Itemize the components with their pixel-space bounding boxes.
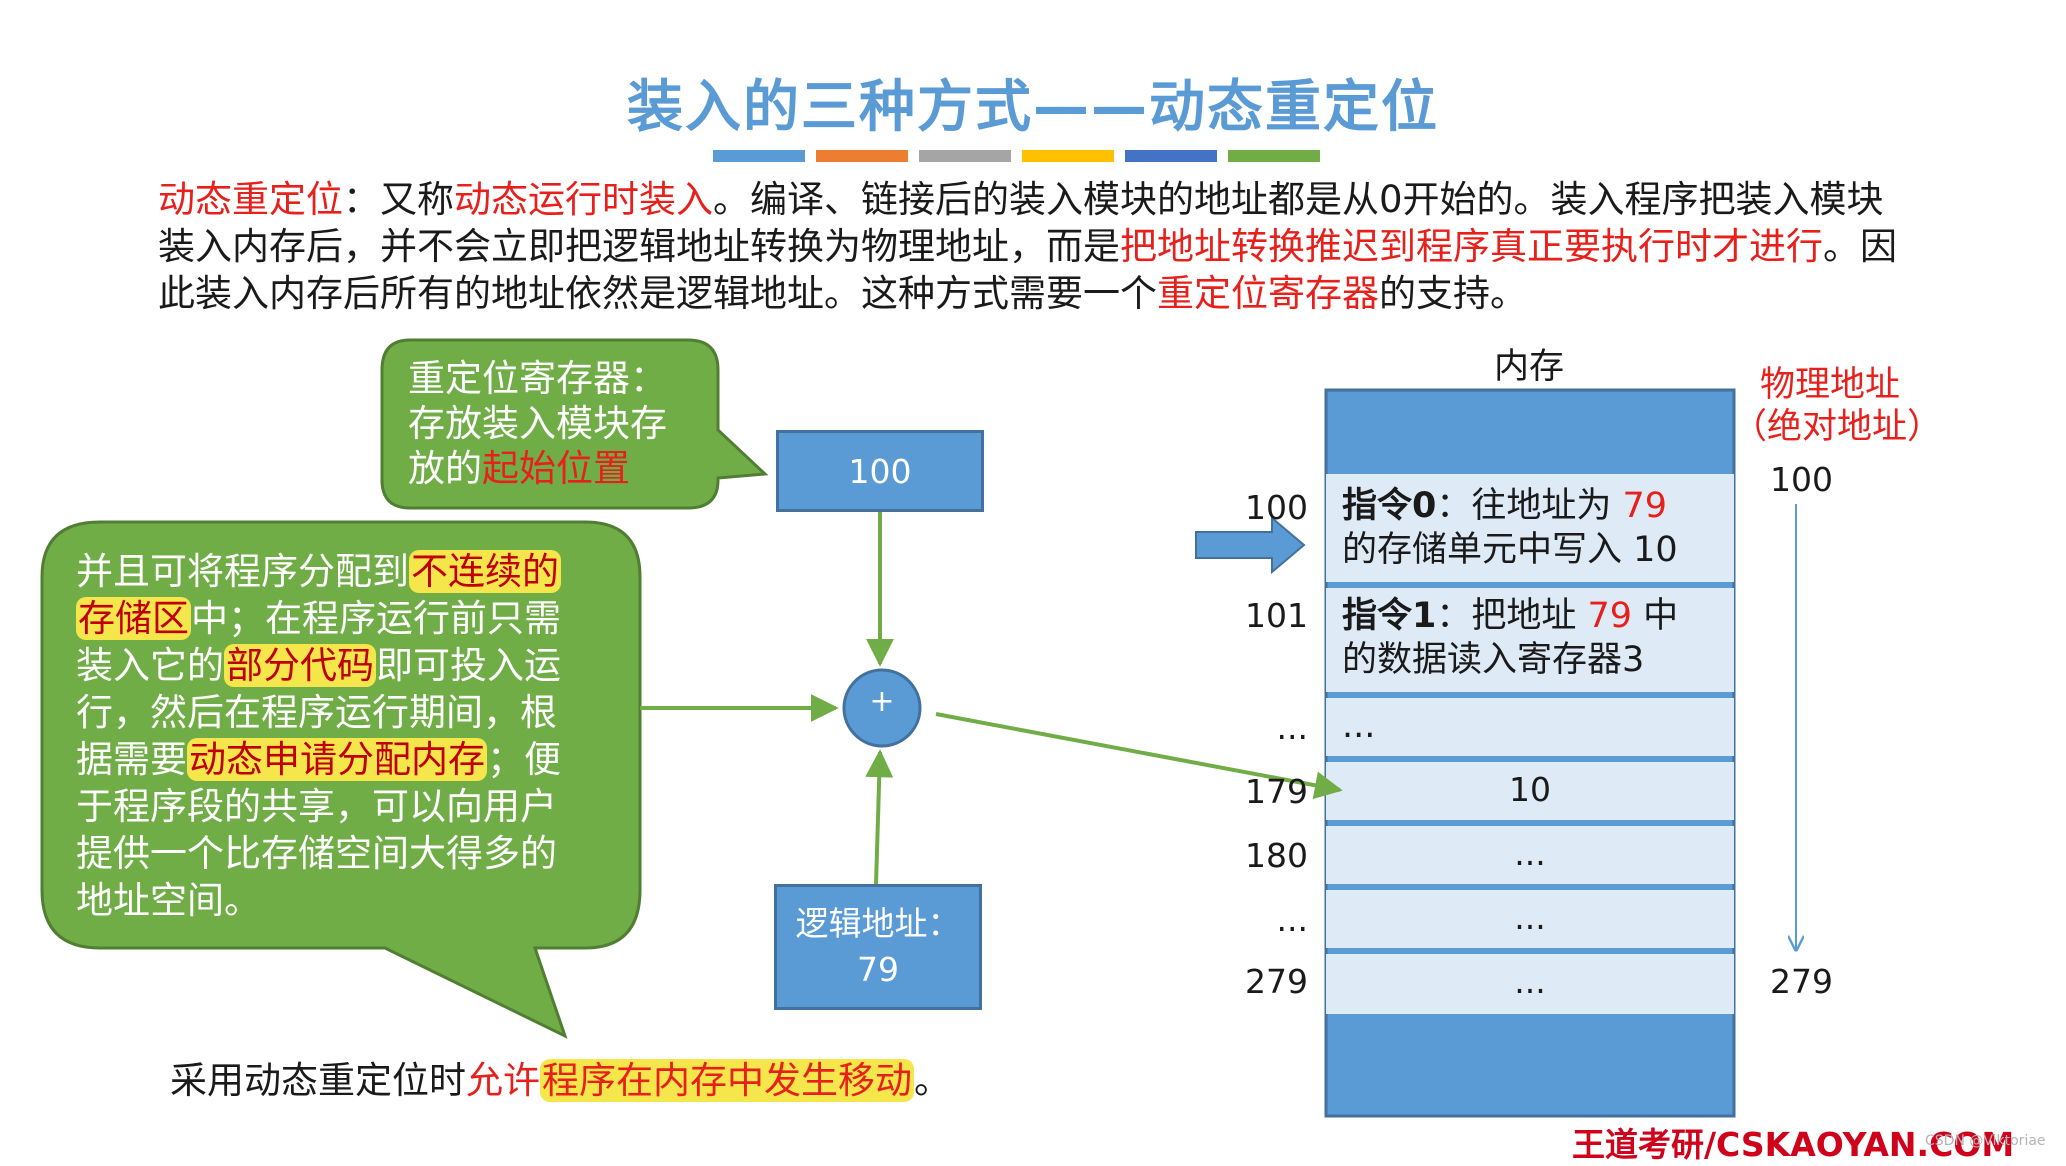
register-callout-bubble <box>380 338 769 510</box>
term-dynamic-runtime-loading: 动态运行时装入 <box>454 178 713 221</box>
mem-label-101: 101 <box>1245 596 1308 635</box>
arrow-adder-to-memory <box>935 712 1343 800</box>
instr0-line1: 指令0：往地址为 79 <box>1342 484 1678 528</box>
mem-cell-279: ... <box>1514 962 1546 1001</box>
adv-line5-text-b: ；便 <box>487 738 561 781</box>
footer-note: 采用动态重定位时允许程序在内存中发生移动。 <box>170 1050 951 1104</box>
relocation-register-value: 100 <box>848 451 912 491</box>
title-bar-orange <box>816 150 908 162</box>
footer-note-allow: 允许 <box>466 1059 540 1102</box>
term-relocation-register: 重定位寄存器 <box>1157 272 1379 315</box>
load-pointer-arrow <box>1195 515 1306 575</box>
instr1-addr: 79 <box>1587 596 1633 636</box>
register-callout-line2: 存放装入模块存 <box>408 402 667 445</box>
mem-label-179: 179 <box>1245 772 1308 811</box>
adv-line2: 存储区中；在程序运行前只需 <box>76 595 561 642</box>
mem-cell-instruction-1: 指令1：把地址 79 中 的数据读入寄存器3 <box>1342 594 1678 682</box>
mem-cell-ellipsis-1: ... <box>1342 706 1376 746</box>
logical-address-box: 逻辑地址： 79 <box>774 884 982 1010</box>
adv-line5-text-a: 据需要 <box>76 738 187 781</box>
adv-highlight-partial-code: 部分代码 <box>224 644 376 687</box>
title-bar-yellow <box>1022 150 1114 162</box>
adv-line6: 于程序段的共享，可以向用户 <box>76 785 557 828</box>
footer-note-text: 采用动态重定位时 <box>170 1059 466 1102</box>
intro-paragraph: 动态重定位：又称动态运行时装入。编译、链接后的装入模块的地址都是从0开始的。装入… <box>158 176 1918 317</box>
memory-title: 内存 <box>1494 347 1565 387</box>
mem-label-100: 100 <box>1245 488 1308 527</box>
mem-cell-179: 10 <box>1509 770 1551 809</box>
adv-highlight-dynamic-alloc: 动态申请分配内存 <box>187 738 487 781</box>
instr1-name: 指令1 <box>1342 596 1437 636</box>
adv-line3: 装入它的部分代码即可投入运 <box>76 642 561 689</box>
relocation-register-box: 100 <box>776 430 984 512</box>
title-bar-blue <box>713 150 805 162</box>
footer-note-end: 。 <box>914 1059 951 1102</box>
instr0-text-a: ：往地址为 <box>1436 486 1623 526</box>
arrow-logical-to-adder <box>865 749 894 885</box>
adv-line2-text: 中；在程序运行前只需 <box>191 597 561 640</box>
adder-symbol: + <box>869 684 895 719</box>
memory-cells <box>1326 474 1734 1014</box>
instr0-name: 指令0 <box>1342 486 1437 526</box>
mem-label-ellipsis-2: ... <box>1276 900 1308 939</box>
footer-note-highlight: 程序在内存中发生移动 <box>540 1059 914 1102</box>
absolute-address-label: （绝对地址） <box>1732 407 1943 447</box>
instr0-line2: 的存储单元中写入 10 <box>1342 530 1678 570</box>
adv-line4: 行，然后在程序运行期间，根 <box>76 691 557 734</box>
register-callout-text: 重定位寄存器： 存放装入模块存 放的起始位置 <box>408 356 667 491</box>
term-defer-translation: 把地址转换推迟到程序真正要执行时才进行 <box>1120 225 1823 268</box>
logical-address-label: 逻辑地址： <box>795 904 961 943</box>
title-bar-gray <box>919 150 1011 162</box>
adv-line8: 地址空间。 <box>76 879 261 922</box>
instr1-line1: 指令1：把地址 79 中 <box>1342 594 1678 638</box>
mem-label-180: 180 <box>1245 836 1308 875</box>
slide-title: 装入的三种方式——动态重定位 <box>627 75 1439 140</box>
instr1-line2: 的数据读入寄存器3 <box>1342 640 1645 680</box>
advantages-callout-text: 并且可将程序分配到不连续的 存储区中；在程序运行前只需 装入它的部分代码即可投入… <box>76 548 561 924</box>
adv-line7: 提供一个比存储空间大得多的 <box>76 832 557 875</box>
term-start-position: 起始位置 <box>482 447 630 490</box>
intro-text-1: ：又称 <box>343 178 454 221</box>
physical-address-end: 279 <box>1770 962 1833 1001</box>
intro-text-2: 。编译、链接后的装入模块的地址都是从0开始的。装入程序把装入模块装入内存后，并不… <box>158 178 1884 268</box>
adv-line3-text-a: 装入它的 <box>76 644 224 687</box>
mem-cell-180: ... <box>1514 834 1546 873</box>
mem-label-279: 279 <box>1245 962 1308 1001</box>
adv-line1-text: 并且可将程序分配到 <box>76 550 409 593</box>
register-callout-line3-text: 放的 <box>408 447 482 490</box>
mem-cell-ellipsis-2: ... <box>1514 898 1546 937</box>
instr0-addr: 79 <box>1622 486 1668 526</box>
title-bar-green <box>1228 150 1320 162</box>
watermark: CSDN @Viktoriae <box>1925 1133 2046 1149</box>
adder-circle <box>842 668 922 748</box>
term-dynamic-relocation: 动态重定位 <box>158 178 343 221</box>
physical-address-label: 物理地址 <box>1760 365 1901 405</box>
logical-address-value: 79 <box>857 950 899 989</box>
register-callout-line1: 重定位寄存器： <box>408 357 667 400</box>
adv-line5: 据需要动态申请分配内存；便 <box>76 736 561 783</box>
adv-line1: 并且可将程序分配到不连续的 <box>76 548 561 595</box>
register-callout-line3: 放的起始位置 <box>408 446 667 491</box>
adv-highlight-noncontiguous: 不连续的 <box>409 550 561 593</box>
mem-label-ellipsis-1: ... <box>1276 708 1308 747</box>
instr1-text-b: 中 <box>1632 596 1679 636</box>
mem-cell-instruction-0: 指令0：往地址为 79 的存储单元中写入 10 <box>1342 484 1678 572</box>
intro-text-4: 的支持。 <box>1379 272 1527 315</box>
adv-line3-text-b: 即可投入运 <box>376 644 561 687</box>
adv-highlight-storage-area: 存储区 <box>76 597 191 640</box>
physical-address-start: 100 <box>1770 460 1833 499</box>
title-bar-darkblue <box>1125 150 1217 162</box>
intro-text-3: 。因此装入内存后所有的地址依然是逻辑地址。这种方式需要一个 <box>158 225 1897 315</box>
instr1-text-a: ：把地址 <box>1436 596 1588 636</box>
